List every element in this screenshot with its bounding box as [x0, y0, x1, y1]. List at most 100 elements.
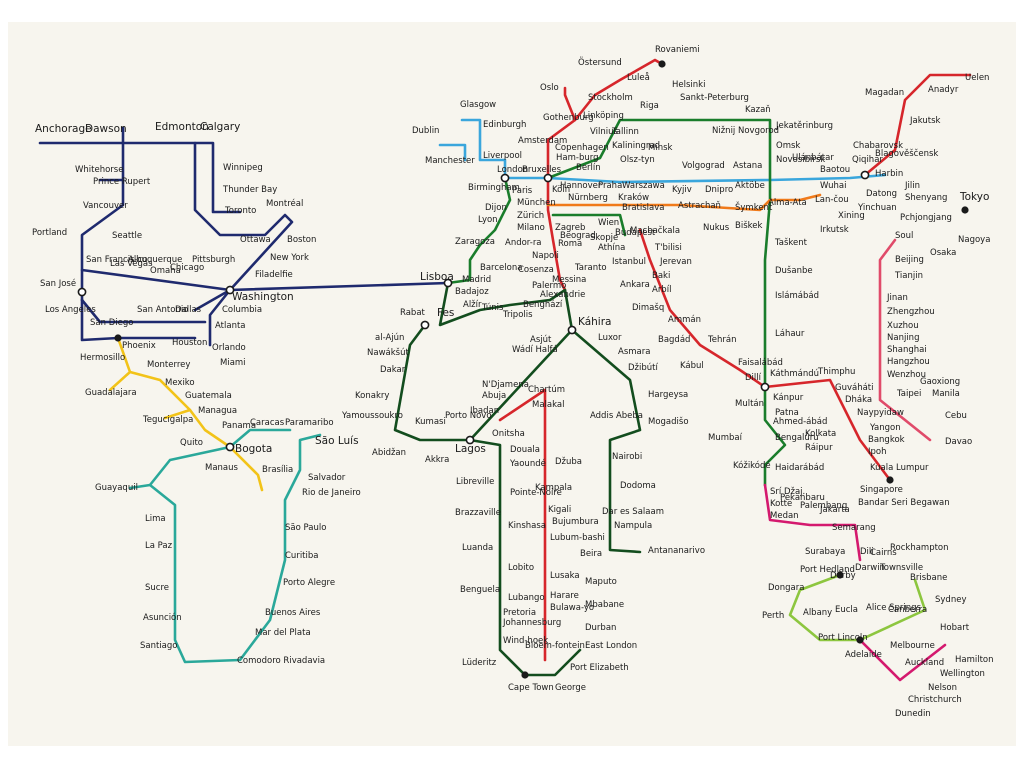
city-label: Alice Springs	[866, 603, 922, 613]
city-label: Chartúm	[528, 385, 565, 395]
hub-seattle	[77, 287, 87, 297]
city-label: Cosenza	[518, 265, 554, 275]
city-label: São Luís	[315, 435, 359, 447]
city-label: Amsterdam	[518, 136, 567, 146]
city-label: Palermo	[532, 281, 566, 291]
city-label: Guatemala	[185, 391, 232, 401]
city-label: Comodoro Rivadavia	[237, 656, 325, 666]
city-label: Christchurch	[908, 695, 962, 705]
route-anchorage-calgary	[38, 141, 242, 214]
city-label: Johannesburg	[502, 618, 561, 628]
city-label: Wind-hoek	[503, 636, 548, 646]
city-label: Las Vegas	[110, 259, 153, 269]
city-label: Asunción	[143, 612, 182, 623]
city-label: Panama	[222, 421, 256, 431]
city-label: Lagos	[455, 443, 486, 455]
city-label: Dodoma	[620, 481, 656, 491]
city-label: Onitsha	[492, 429, 525, 439]
city-label: Stockholm	[588, 93, 633, 103]
city-label: Malakal	[532, 400, 564, 410]
line-south-america	[128, 428, 322, 664]
hub-london	[500, 173, 510, 183]
city-label: Guváháti	[835, 383, 874, 393]
city-label: Port Lincoln	[818, 633, 868, 643]
city-label: Túnis	[481, 303, 504, 313]
route-guadalajara	[108, 370, 132, 392]
route-tegucigalpa	[163, 408, 192, 420]
city-label: Pittsburgh	[192, 255, 235, 265]
city-label: Thimphu	[817, 367, 855, 377]
city-label: Zaragoza	[455, 237, 495, 247]
city-label: Paris	[512, 186, 533, 196]
city-label: Yangon	[869, 423, 901, 433]
city-label: Köln	[552, 185, 570, 195]
city-label: Tallinn	[611, 127, 639, 137]
city-label: Bagdád	[658, 335, 690, 345]
city-label: Beira	[580, 549, 602, 559]
route-dublin	[438, 143, 467, 162]
city-label: Phoenix	[122, 341, 156, 351]
city-label: Yaoundé	[509, 458, 546, 469]
city-label: Baki	[652, 271, 670, 281]
city-label: Manchester	[425, 156, 475, 166]
line-europe-green	[446, 118, 772, 389]
city-label: Nižnij Novgorod	[712, 126, 779, 136]
route-uk	[460, 118, 507, 180]
city-label: Dháka	[845, 395, 872, 405]
city-label: Tianjin	[894, 271, 923, 281]
city-label: Praha	[598, 181, 622, 191]
city-label: Lyon	[478, 215, 498, 225]
city-label: Zagreb	[555, 223, 585, 233]
city-label: Láhaur	[775, 329, 805, 339]
city-label: Atlanta	[215, 321, 246, 331]
city-label: Istanbul	[612, 257, 646, 267]
city-label: Blagověščensk	[875, 148, 938, 159]
city-label: Minsk	[648, 143, 673, 153]
city-label: Kábul	[680, 361, 704, 371]
city-label: Beograd	[560, 231, 596, 241]
city-label: Taškent	[774, 237, 808, 248]
city-label: Sydney	[935, 595, 966, 605]
city-label: Kazaň	[745, 104, 771, 115]
hub-rabat	[420, 320, 430, 330]
city-label: Osaka	[930, 248, 956, 258]
city-label: Maputo	[585, 577, 617, 587]
city-label: Omsk	[776, 141, 800, 151]
city-label: Antananarivo	[648, 546, 705, 556]
city-label: Davao	[945, 437, 972, 447]
city-label: Srí Džaj.	[770, 487, 805, 497]
city-label: Andor-ra	[505, 238, 542, 248]
city-label: Adelaide	[845, 650, 882, 660]
city-label: Bandar Seri Begawan	[858, 498, 950, 508]
hub-lisboa	[443, 278, 453, 288]
city-label: Qiqihar	[852, 155, 883, 165]
hub-cape-town	[521, 671, 529, 679]
city-label: Bruxelles	[522, 165, 562, 175]
city-label: Port Elizabeth	[570, 663, 629, 673]
line-china	[878, 238, 932, 442]
city-label: Multán	[735, 399, 764, 409]
city-label: Pchjongjang	[900, 213, 952, 223]
city-label: Ankara	[620, 280, 650, 290]
city-label: Dillí	[745, 373, 762, 383]
city-label: Jilin	[904, 181, 920, 191]
hub-adelaide	[856, 636, 864, 644]
city-label: Bujumbura	[552, 517, 599, 527]
city-label: Yamoussoukro	[341, 411, 403, 421]
city-label: Beijing	[895, 255, 924, 265]
city-label: Dakar	[380, 365, 406, 375]
city-label: Faisalábád	[738, 358, 783, 368]
city-label: Hobart	[940, 623, 970, 633]
city-label: Abidžan	[372, 448, 406, 458]
city-label: Paramaribo	[285, 418, 334, 428]
line-europe-orange	[546, 193, 822, 212]
city-label: Auckland	[905, 658, 944, 668]
city-label: Houston	[172, 338, 207, 348]
city-label: Edmonton	[155, 121, 209, 133]
city-label: Melbourne	[890, 641, 935, 651]
city-label: Badajoz	[455, 287, 489, 297]
city-label: Nagoya	[958, 235, 990, 245]
city-label: München	[517, 198, 556, 208]
city-label: Nairobi	[612, 452, 642, 462]
